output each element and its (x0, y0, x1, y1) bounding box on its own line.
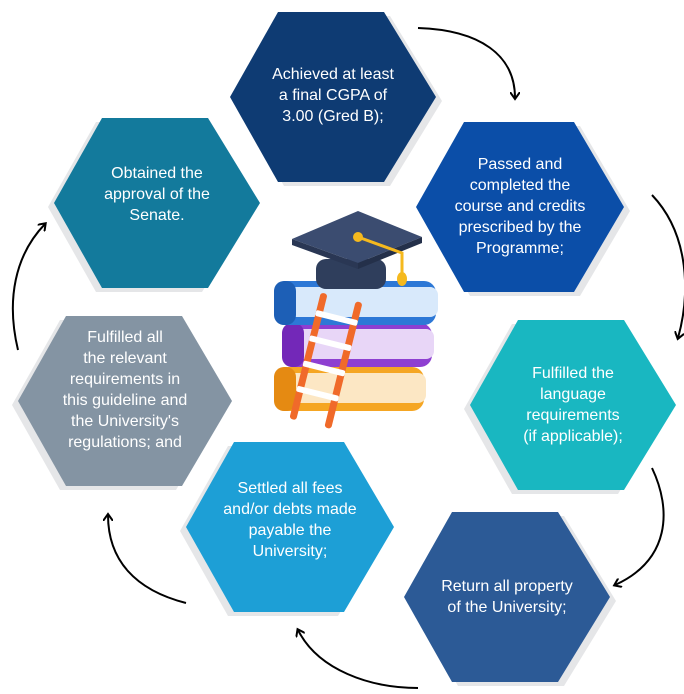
arrow-cgpa-to-credits (417, 27, 515, 98)
hex-credits-shape (416, 122, 630, 296)
hex-senate-shape (48, 118, 260, 292)
graduation-cap-books-ladder-icon (274, 211, 438, 429)
hex-fees-shape (180, 442, 394, 616)
arrow-property-to-fees (298, 630, 419, 689)
hex-language-shape (464, 320, 676, 494)
arrow-fees-to-guideline (108, 515, 187, 604)
arrow-guideline-to-senate (11, 224, 45, 351)
arrow-language-to-property (615, 467, 665, 585)
hex-guideline-shape (12, 316, 232, 490)
hex-property-shape (404, 512, 616, 686)
hex-cgpa-shape (230, 12, 442, 186)
